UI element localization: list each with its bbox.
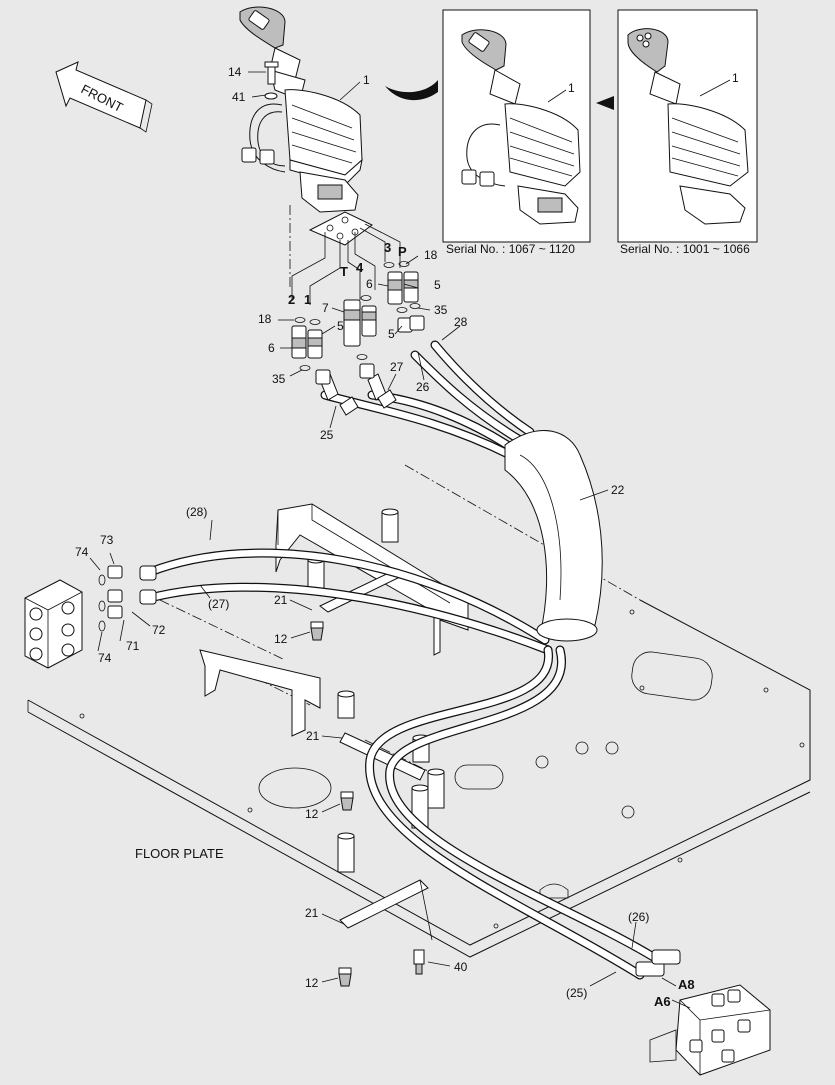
floor-plate: FLOOR PLATE (27, 599, 811, 958)
hoses (145, 340, 660, 980)
callout-73: 73 (100, 533, 114, 547)
callout-25-ref: (25) (566, 986, 587, 1000)
port-2: 2 (288, 292, 295, 307)
port-t: T (340, 264, 348, 279)
callout-14: 14 (228, 65, 242, 79)
callout-7: 7 (322, 301, 329, 315)
callout-12c: 12 (305, 976, 319, 990)
callout-18b: 18 (258, 312, 272, 326)
inset-1-callout: 1 (568, 81, 575, 95)
callout-72: 72 (152, 623, 166, 637)
inset-2-callout: 1 (732, 71, 739, 85)
inset-1-serial: Serial No. : 1067 ~ 1120 (446, 242, 575, 256)
screw-14 (264, 61, 279, 100)
callout-5a: 5 (434, 278, 441, 292)
callouts: 14 41 1 1 1 3 P 18 T 4 6 5 2 1 7 35 18 2… (75, 65, 739, 1009)
floor-plate-label: FLOOR PLATE (135, 846, 224, 861)
callout-5b: 5 (337, 319, 344, 333)
control-valve (635, 949, 771, 1076)
port-a8: A8 (678, 977, 695, 992)
upper-bracket (275, 503, 469, 656)
callout-22: 22 (611, 483, 625, 497)
lower-bracket (199, 649, 433, 941)
callout-25: 25 (320, 428, 334, 442)
callout-35a: 35 (434, 303, 448, 317)
port-1: 1 (304, 292, 311, 307)
callout-28-ref: (28) (186, 505, 207, 519)
callout-26-ref: (26) (628, 910, 649, 924)
leader-lines (89, 71, 731, 1009)
inset-2-serial: Serial No. : 1001 ~ 1066 (620, 242, 750, 256)
port-4: 4 (356, 260, 364, 275)
callout-5c: 5 (388, 327, 395, 341)
port-p: P (398, 244, 407, 259)
callout-28: 28 (454, 315, 468, 329)
callout-41: 41 (232, 90, 246, 104)
callout-21a: 21 (274, 593, 288, 607)
callout-12b: 12 (305, 807, 319, 821)
callout-26: 26 (416, 380, 430, 394)
callout-1: 1 (363, 73, 370, 87)
callout-6a: 6 (366, 277, 373, 291)
callout-12a: 12 (274, 632, 288, 646)
bolts (310, 621, 425, 987)
callout-35b: 35 (272, 372, 286, 386)
valve-block (24, 565, 157, 669)
protective-sleeve (504, 430, 603, 642)
callout-74b: 74 (98, 651, 112, 665)
inset-serial-1001: Serial No. : 1001 ~ 1066 (596, 9, 758, 256)
port-a6: A6 (654, 994, 671, 1009)
callout-18a: 18 (424, 248, 438, 262)
main-joystick (239, 6, 363, 213)
callout-21c: 21 (305, 906, 319, 920)
base-plate (291, 211, 401, 305)
fittings (291, 261, 425, 385)
callout-71: 71 (126, 639, 140, 653)
port-3: 3 (384, 240, 391, 255)
callout-74a: 74 (75, 545, 89, 559)
inset-arrow (385, 80, 438, 101)
inset-serial-1067: Serial No. : 1067 ~ 1120 (442, 9, 591, 256)
callout-27: 27 (390, 360, 404, 374)
callout-40: 40 (454, 960, 468, 974)
callout-21b: 21 (306, 729, 320, 743)
callout-27-ref: (27) (208, 597, 229, 611)
front-arrow: FRONT (55, 61, 153, 133)
callout-6b: 6 (268, 341, 275, 355)
